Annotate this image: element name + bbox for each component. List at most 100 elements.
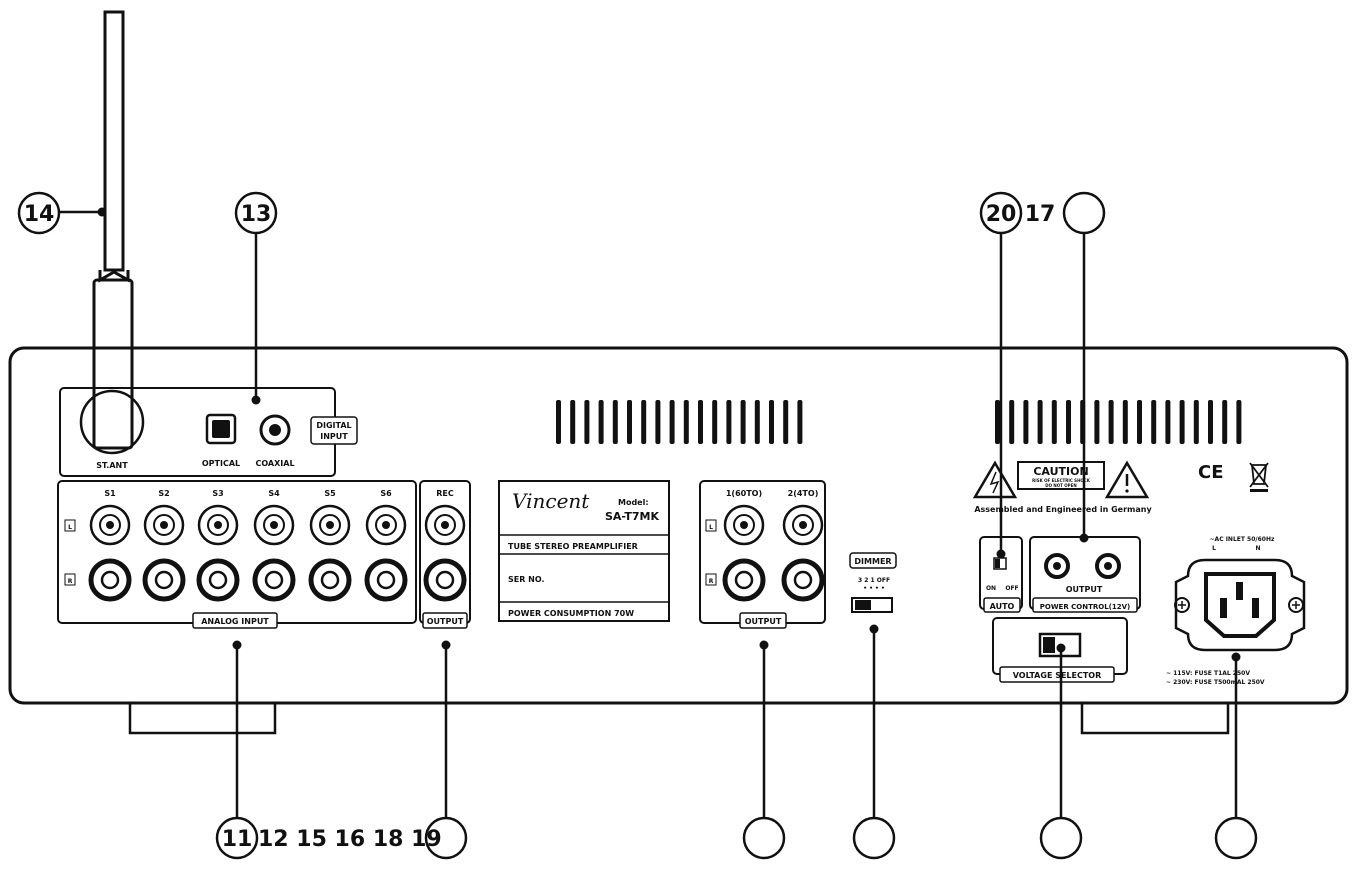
callout-13: 13: [234, 191, 278, 235]
rec-label: REC: [436, 489, 454, 498]
antenna: [92, 10, 134, 450]
callout-20-text: 20: [986, 202, 1017, 227]
ac-inlet-l: L: [1212, 545, 1216, 552]
output-1-label: 1(60TO): [726, 489, 762, 498]
power-control-output-label: OUTPUT: [1066, 585, 1103, 594]
main-output-label: OUTPUT: [745, 617, 782, 626]
digital-input-label-1: DIGITAL: [316, 421, 351, 430]
analog-jacks-right: [88, 558, 408, 602]
analog-jacks-left: [89, 504, 407, 546]
callout-bubble-output: [742, 816, 786, 860]
input-label-s2: S2: [158, 489, 169, 498]
vent-slot: [556, 400, 561, 444]
callout-17-text: 17: [1025, 202, 1056, 227]
vent-slot: [1179, 400, 1185, 444]
caution-sub-2: DO NOT OPEN: [1045, 483, 1076, 488]
st-ant-label: ST.ANT: [96, 461, 128, 470]
vent-slot: [584, 400, 590, 444]
vent-slot: [740, 400, 746, 444]
vent-slot: [754, 400, 760, 444]
callout-bubble-dimmer: [852, 816, 896, 860]
vent-right: [995, 400, 1242, 444]
vent-slot: [1236, 400, 1242, 444]
vent-slot: [641, 400, 647, 444]
callout-20: 20: [979, 191, 1023, 235]
vent-slot: [1108, 400, 1114, 444]
vent-slot: [698, 400, 703, 444]
channel-l-label: L: [68, 524, 72, 531]
analog-input-tag: [192, 612, 278, 629]
leader-lines: [60, 210, 1238, 818]
rec-output-panel: REC: [419, 480, 471, 624]
vent-slot: [712, 400, 718, 444]
callout-11-text: 11: [222, 827, 253, 852]
fuse-rating-2: ~ 230V: FUSE T500mAL 250V: [1166, 679, 1265, 686]
callout-14: 14: [17, 191, 61, 235]
ac-inlet-n: N: [1255, 545, 1260, 552]
vent-slot: [1023, 400, 1029, 444]
caution-box: [1017, 461, 1105, 490]
vent-slot: [1208, 400, 1213, 444]
digital-input-tag: [310, 416, 358, 445]
product-line-label: TUBE STEREO PREAMPLIFIER: [508, 542, 638, 551]
model-name: SA-T7MK: [605, 510, 659, 523]
digital-input-label-2: INPUT: [320, 432, 348, 441]
main-output-tag: [739, 612, 787, 629]
chassis: [8, 346, 1349, 705]
channel-r-label: R: [68, 578, 73, 585]
vent-slot: [995, 400, 1000, 444]
product-label-plate: Vincent Model: SA-T7MK TUBE STEREO PREAM…: [498, 480, 670, 622]
svg-text:• • • •: • • • •: [863, 585, 885, 592]
callout-13-text: 13: [241, 202, 272, 227]
dimmer-scale: 3 2 1 OFF: [858, 577, 890, 584]
ac-inlet-label: ~AC INLET 50/60Hz: [1210, 536, 1275, 543]
input-label-s1: S1: [104, 489, 116, 498]
callout-17-bubble: [1062, 191, 1106, 235]
power-consumption-label: POWER CONSUMPTION 70W: [508, 609, 634, 618]
ce-mark-icon: CE: [1198, 462, 1224, 483]
vent-slot: [1193, 400, 1199, 444]
vent-left: [556, 400, 803, 444]
callout-11: 11: [215, 816, 259, 860]
analog-input-label: ANALOG INPUT: [201, 617, 269, 626]
serial-number-label: SER NO.: [508, 575, 545, 584]
callout-bubble-ac-inlet: [1214, 816, 1258, 860]
foot-left: [128, 703, 277, 735]
vent-slot: [1094, 400, 1100, 444]
leader-dots: [97, 207, 1241, 662]
callout-sequence-text: 12 15 16 18 19: [258, 827, 442, 852]
dimmer-label: DIMMER: [854, 557, 891, 566]
model-caption: Model:: [618, 498, 649, 507]
fuse-rating-1: ~ 115V: FUSE T1AL 250V: [1166, 670, 1250, 677]
output-channel-r-label: R: [709, 578, 714, 585]
vent-slot: [598, 400, 604, 444]
vent-slot: [783, 400, 789, 444]
vent-slot: [797, 400, 803, 444]
input-label-s6: S6: [380, 489, 392, 498]
auto-off-label: OFF: [1005, 585, 1018, 592]
vent-slot: [655, 400, 661, 444]
vent-slot: [1009, 400, 1015, 444]
callout-19-bubble: [424, 816, 468, 860]
optical-label: OPTICAL: [202, 459, 240, 468]
weee-bin-icon: [1249, 462, 1269, 492]
digital-input-panel: ST.ANT OPTICAL COAXIAL: [59, 387, 336, 477]
output-channel-l-label: L: [709, 524, 713, 531]
vent-slot: [1151, 400, 1157, 444]
vent-slot: [669, 400, 675, 444]
vent-slot: [570, 400, 576, 444]
input-label-s4: S4: [268, 489, 280, 498]
power-control-panel: OUTPUT POWER CONTROL(12V): [1029, 536, 1141, 613]
caution-label: CAUTION: [1033, 465, 1088, 478]
power-control-label: POWER CONTROL(12V): [1040, 603, 1131, 611]
optical-jack: [205, 413, 237, 445]
vent-slot: [612, 400, 618, 444]
caution-sub-1: RISK OF ELECTRIC SHOCK: [1032, 478, 1091, 483]
vent-slot: [769, 400, 774, 444]
vent-slot: [1066, 400, 1071, 444]
ac-inlet: ~AC INLET 50/60Hz L N ~ 115V: FUSE T1AL …: [1166, 536, 1306, 686]
main-output-panel: 1(60TO) 2(4TO) L R: [699, 480, 826, 624]
callout-14-text: 14: [24, 202, 55, 227]
vent-slot: [683, 400, 689, 444]
assembled-label: Assembled and Engineered in Germany: [974, 505, 1152, 514]
